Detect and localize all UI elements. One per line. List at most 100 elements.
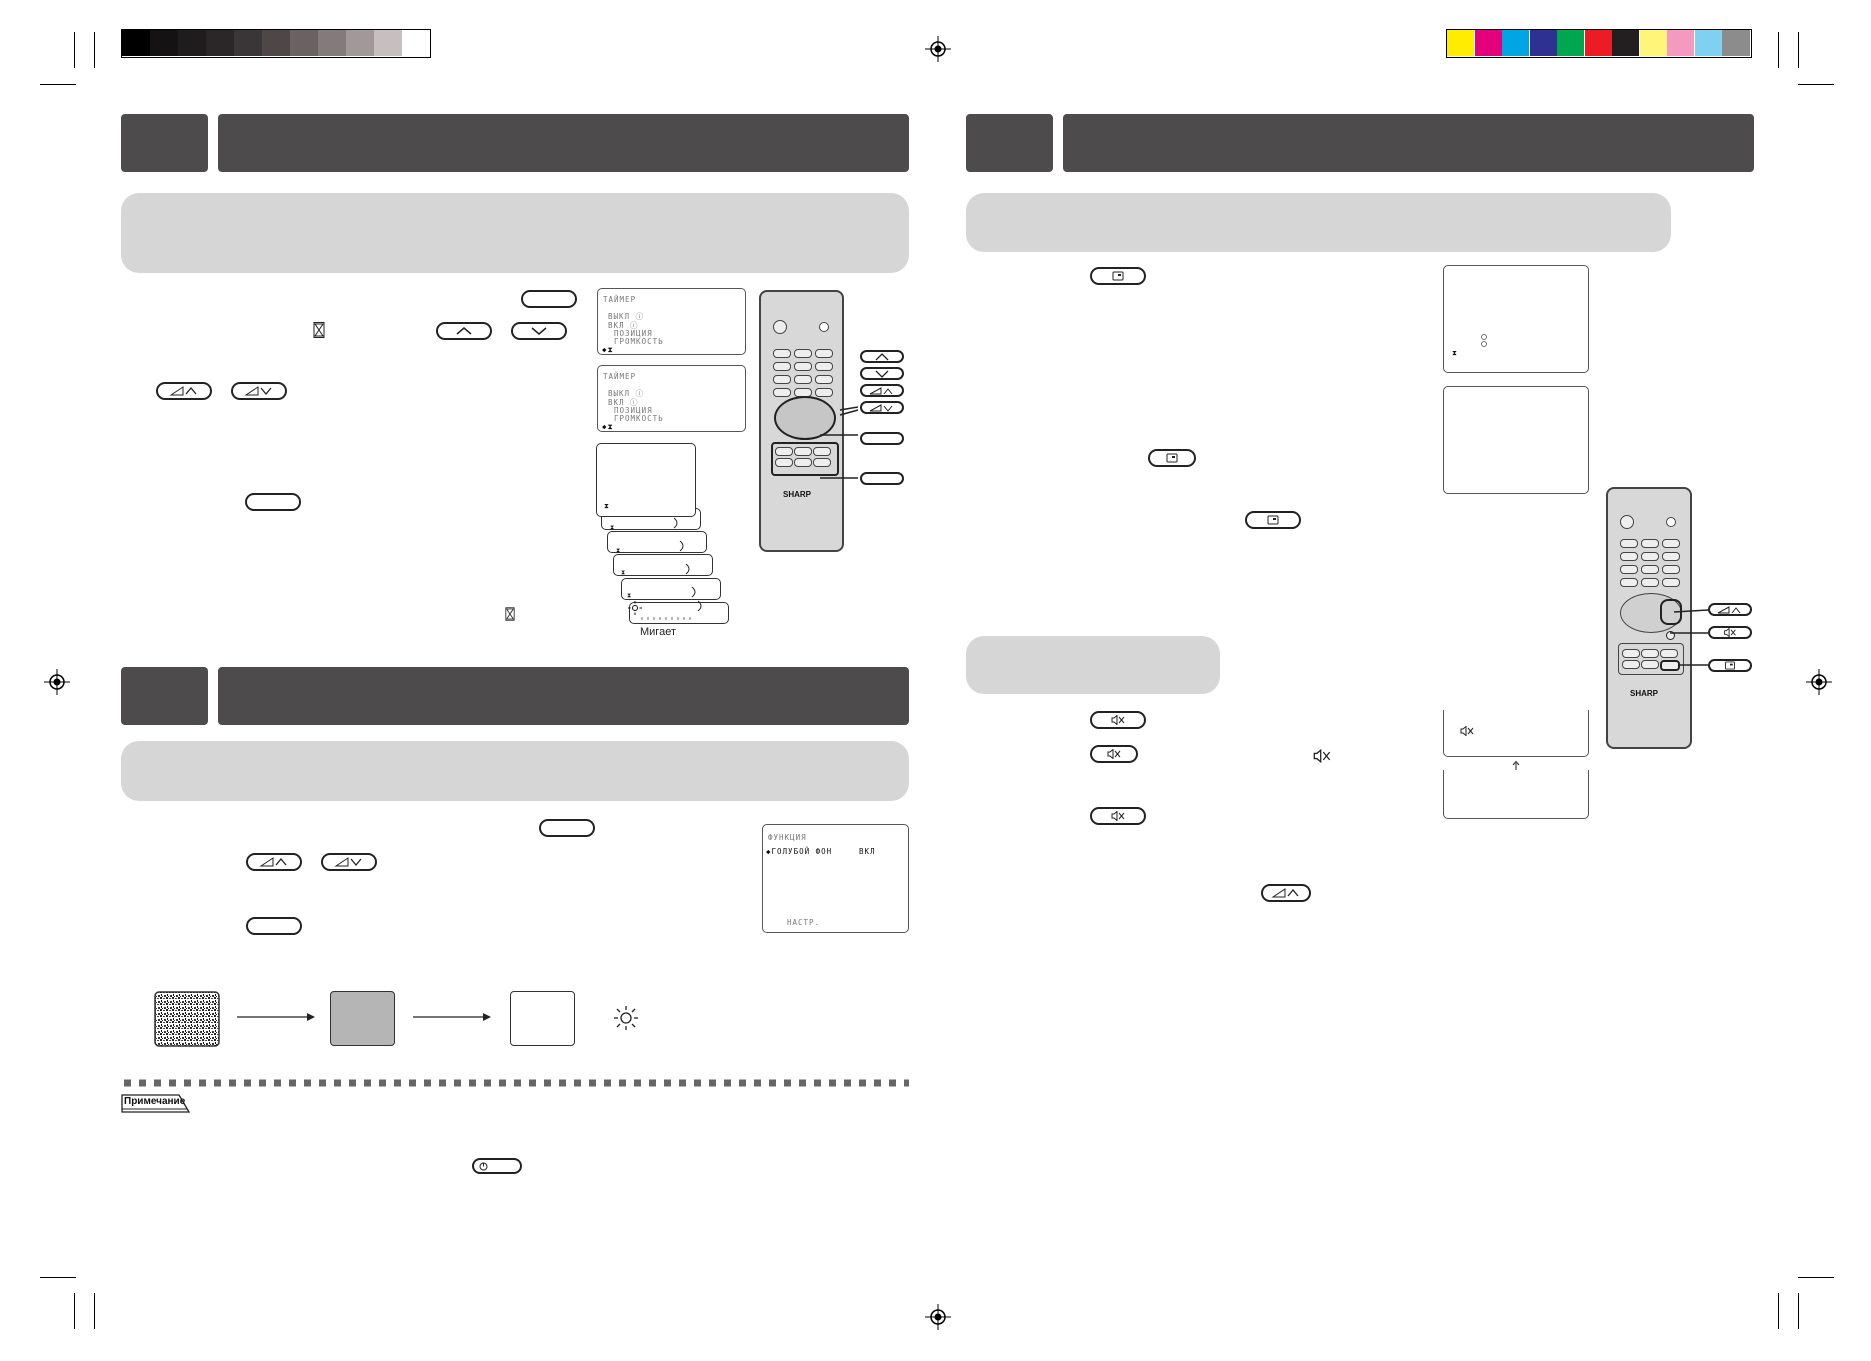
note-tag	[121, 1094, 191, 1113]
menu-button[interactable]	[521, 290, 577, 308]
display-button[interactable]	[1245, 511, 1301, 529]
crop-mark	[40, 1277, 76, 1278]
remote-key[interactable]	[1662, 565, 1680, 574]
gray-swatch	[178, 30, 206, 56]
color-swatch	[1475, 30, 1502, 56]
display-button[interactable]	[1090, 267, 1146, 285]
subsection-bar	[966, 636, 1220, 694]
volume-down-button[interactable]	[231, 382, 287, 400]
hourglass-icon	[313, 322, 325, 338]
osd-line: ◆⧗	[602, 345, 614, 354]
channel-up-button[interactable]	[436, 322, 492, 340]
volume-up-button[interactable]	[246, 853, 302, 871]
color-swatch	[1530, 30, 1557, 56]
remote-brand: SHARP	[783, 490, 812, 499]
remote-key[interactable]	[815, 388, 833, 397]
remote-key[interactable]	[813, 447, 831, 456]
remote-key[interactable]	[773, 349, 791, 358]
crop-mark	[94, 1293, 95, 1329]
remote-mute-key[interactable]	[1666, 631, 1675, 640]
osd-line: ◆⧗	[602, 422, 614, 431]
callout-display	[1708, 659, 1752, 672]
remote-key[interactable]	[1641, 660, 1659, 669]
gray-swatch	[206, 30, 234, 56]
blink-sun-icon	[628, 601, 642, 615]
power-button[interactable]	[773, 320, 787, 334]
remote-key[interactable]	[1641, 539, 1659, 548]
remote-key[interactable]	[1662, 539, 1680, 548]
ok-button[interactable]	[246, 917, 302, 935]
callout-volume-up	[860, 384, 904, 397]
svg-text:⧗: ⧗	[1452, 349, 1457, 357]
registration-mark-icon	[925, 36, 951, 62]
volume-down-button[interactable]	[321, 853, 377, 871]
display-button[interactable]	[1148, 449, 1196, 467]
remote-key[interactable]	[794, 349, 812, 358]
mute-button[interactable]	[1090, 711, 1146, 729]
remote-key[interactable]	[1641, 565, 1659, 574]
remote-key[interactable]	[815, 349, 833, 358]
remote-key[interactable]	[1620, 539, 1638, 548]
gray-swatch	[346, 30, 374, 56]
remote-key[interactable]	[1662, 552, 1680, 561]
remote-key[interactable]	[775, 458, 793, 467]
color-bar	[1446, 29, 1752, 58]
remote-key[interactable]	[1641, 578, 1659, 587]
remote-key[interactable]	[815, 375, 833, 384]
color-swatch	[1722, 30, 1750, 56]
standby-indicator	[1666, 517, 1676, 527]
remote-key[interactable]	[1622, 660, 1640, 669]
power-off-button[interactable]	[472, 1158, 522, 1174]
noise-screen	[154, 991, 220, 1047]
remote-key[interactable]	[794, 447, 812, 456]
cascade-arrows: ⧗ ⧗ ⧗ ⧗ ⧗	[604, 503, 702, 620]
gray-swatch	[234, 30, 262, 56]
remote-key[interactable]	[1641, 552, 1659, 561]
subsection-bar	[966, 193, 1671, 252]
svg-text:⧗: ⧗	[604, 503, 609, 510]
mute-screen	[1443, 710, 1589, 757]
remote-key[interactable]	[775, 447, 793, 456]
remote-key[interactable]	[1620, 578, 1638, 587]
osd-title: ТАЙМЕР	[603, 372, 637, 381]
cascade-screen	[621, 578, 721, 600]
color-swatch	[1557, 30, 1584, 56]
remote-key[interactable]	[773, 362, 791, 371]
remote-key[interactable]	[773, 375, 791, 384]
mute-button[interactable]	[1090, 745, 1138, 763]
crop-mark	[1778, 32, 1779, 68]
sun-icon	[614, 1006, 638, 1030]
channel-down-button[interactable]	[511, 322, 567, 340]
remote-key[interactable]	[773, 388, 791, 397]
power-button[interactable]	[1620, 515, 1634, 529]
svg-text:⧗: ⧗	[616, 548, 620, 554]
remote-navpad[interactable]	[774, 396, 836, 440]
remote-key[interactable]	[1641, 649, 1659, 658]
osd-line: ПОЗИЦИЯ	[614, 329, 653, 338]
remote-key[interactable]	[794, 375, 812, 384]
svg-text:⧗: ⧗	[610, 525, 614, 531]
info-screen	[1443, 386, 1589, 494]
remote-key[interactable]	[1660, 649, 1678, 658]
remote-key[interactable]	[794, 362, 812, 371]
color-swatch	[1695, 30, 1722, 56]
remote-control: SHARP	[759, 290, 844, 552]
callout-menu	[860, 432, 904, 445]
volume-up-button[interactable]	[156, 382, 212, 400]
ok-button[interactable]	[245, 493, 301, 511]
color-swatch	[1585, 30, 1612, 56]
remote-key[interactable]	[1622, 649, 1640, 658]
remote-key[interactable]	[1620, 565, 1638, 574]
remote-key[interactable]	[794, 458, 812, 467]
gray-swatch	[290, 30, 318, 56]
volume-up-button[interactable]	[1261, 884, 1311, 902]
osd-line: ПОЗИЦИЯ	[614, 406, 653, 415]
remote-key[interactable]	[1620, 552, 1638, 561]
remote-key[interactable]	[813, 458, 831, 467]
mute-button[interactable]	[1090, 807, 1146, 825]
remote-key[interactable]	[815, 362, 833, 371]
callout-mute	[1708, 626, 1752, 639]
menu-button[interactable]	[539, 819, 595, 837]
gray-swatch	[402, 30, 429, 56]
remote-key[interactable]	[1662, 578, 1680, 587]
